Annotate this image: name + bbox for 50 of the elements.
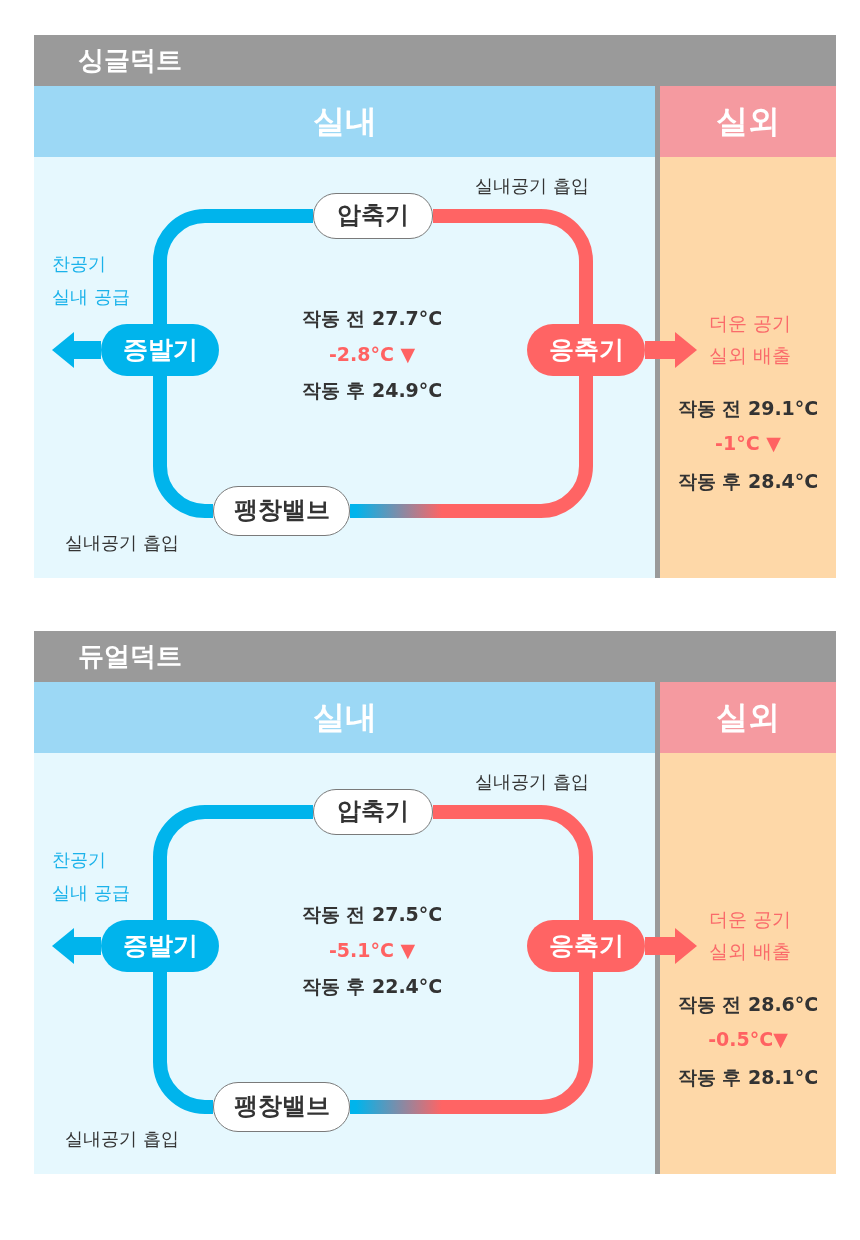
refrigerant-pipe [153, 805, 313, 920]
temperature-change: -1°C ▼ [714, 431, 782, 456]
zone-panel [34, 682, 655, 1174]
temperature-reading: 작동 후 28.4°C [676, 469, 820, 494]
temperature-reading: 작동 전 29.1°C [676, 396, 820, 421]
arrow [645, 928, 697, 964]
component-pill: 압축기 [313, 789, 433, 835]
zone-panel [34, 86, 655, 578]
annotation: 실내공기 흡입 [475, 770, 589, 794]
zone-header: 실내 [34, 86, 655, 157]
zone-header: 실외 [660, 86, 836, 157]
arrow [52, 332, 101, 368]
section-panel [34, 35, 836, 578]
annotation: 실내공기 흡입 [65, 531, 179, 555]
section-title: 듀얼덕트 [78, 640, 182, 673]
temperature-reading: 작동 전 27.7°C [300, 306, 444, 331]
temperature-reading: 작동 후 24.9°C [300, 378, 444, 403]
refrigerant-pipe [350, 972, 593, 1114]
refrigerant-pipe [433, 805, 593, 920]
zone-panel [660, 682, 836, 1174]
annotation: 실내공기 흡입 [65, 1127, 179, 1151]
temperature-reading: 작동 전 27.5°C [300, 902, 444, 927]
component-pill: 응축기 [527, 920, 645, 972]
component-pill: 증발기 [101, 920, 219, 972]
refrigerant-pipe [350, 376, 593, 518]
component-pill: 응축기 [527, 324, 645, 376]
refrigerant-pipe [153, 209, 313, 324]
section-panel [34, 631, 836, 1174]
zone-header: 실외 [660, 682, 836, 753]
temperature-reading: 작동 후 28.1°C [676, 1065, 820, 1090]
temperature-change: -0.5°C▼ [707, 1027, 789, 1052]
component-pill: 증발기 [101, 324, 219, 376]
temperature-change: -2.8°C ▼ [327, 342, 417, 367]
component-pill: 압축기 [313, 193, 433, 239]
component-pill: 팽창밸브 [213, 1082, 350, 1132]
section-title: 싱글덕트 [78, 44, 182, 77]
component-pill: 팽창밸브 [213, 486, 350, 536]
arrow [52, 928, 101, 964]
zone-header: 실내 [34, 682, 655, 753]
airflow-text: 더운 공기 실외 배출 [697, 903, 803, 967]
annotation: 찬공기 실내 공급 [52, 848, 131, 905]
refrigerant-pipe [433, 209, 593, 324]
zone-panel [660, 86, 836, 578]
airflow-text: 더운 공기 실외 배출 [697, 307, 803, 371]
annotation: 찬공기 실내 공급 [52, 252, 131, 309]
annotation: 실내공기 흡입 [475, 174, 589, 198]
temperature-reading: 작동 후 22.4°C [300, 974, 444, 999]
temperature-change: -5.1°C ▼ [327, 938, 417, 963]
temperature-reading: 작동 전 28.6°C [676, 992, 820, 1017]
arrow [645, 332, 697, 368]
